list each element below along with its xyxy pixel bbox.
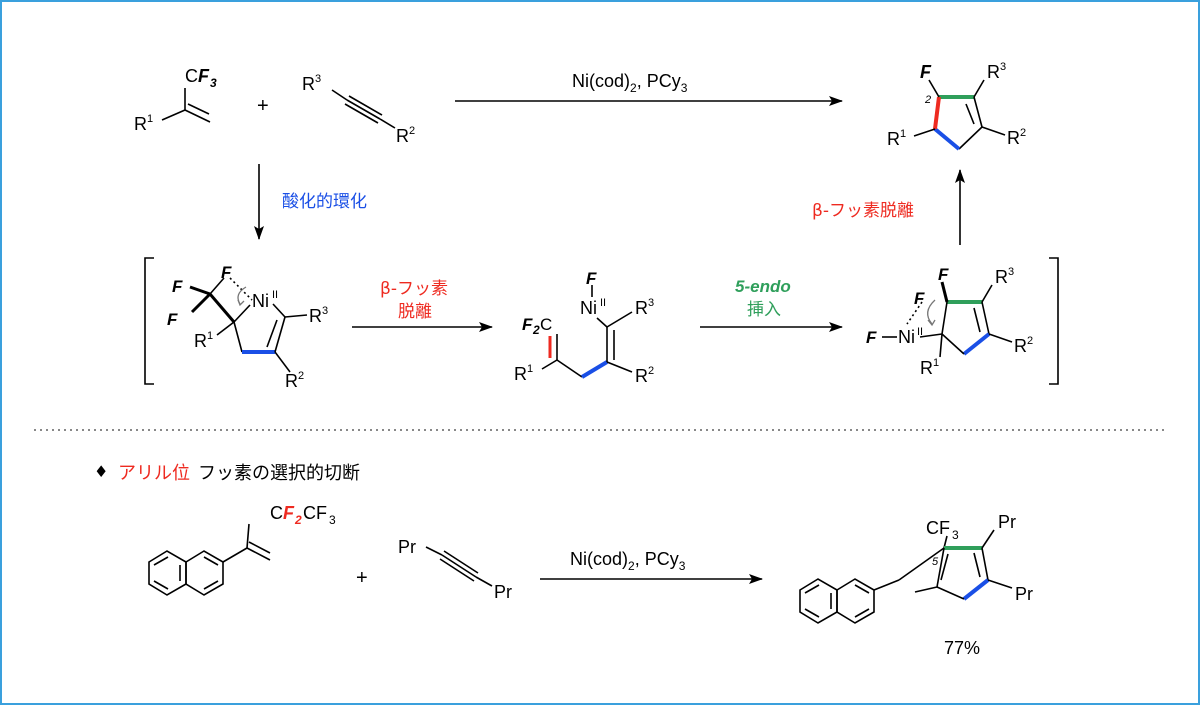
alkyne-pr-2: Pr <box>494 582 512 602</box>
alkyne-pr-1: Pr <box>398 537 416 557</box>
dipropyl-alkyne <box>425 546 493 587</box>
label-oxidative-cyclization: 酸化的環化 <box>282 192 367 212</box>
r3-label: R <box>302 74 315 94</box>
int1-f-c: F <box>221 263 232 282</box>
heading-rest: フッ素の選択的切断 <box>198 463 360 484</box>
cf3-label-sub: 3 <box>210 76 217 90</box>
reactant-cf3-alkene <box>161 88 211 123</box>
int2-r3: R <box>635 298 648 318</box>
product-f-label: F <box>920 62 932 82</box>
int1-ni-ox: II <box>272 289 278 301</box>
product-r3-sup: 3 <box>1000 61 1006 73</box>
int1-r1-sup: 1 <box>207 330 213 342</box>
sub-cf3: CF <box>303 503 327 523</box>
int2-f2c-sub: 2 <box>532 323 540 337</box>
int2-r3-sup: 3 <box>648 297 654 309</box>
int1-r2: R <box>285 371 298 391</box>
r2-sup: 2 <box>409 125 415 137</box>
substrate-naphthyl-alkene <box>148 523 271 596</box>
int2-ni: Ni <box>580 298 597 318</box>
int3-f-ni: F <box>866 328 877 347</box>
prod-pr-2: Pr <box>1015 584 1033 604</box>
r3-sup: 3 <box>315 73 321 85</box>
int1-f-b: F <box>167 310 178 329</box>
int3-r3-sup: 3 <box>1008 266 1014 278</box>
reagent-bottom: Ni(cod)2, PCy3 <box>570 549 686 573</box>
product-r2: R <box>1007 128 1020 148</box>
product-pos2: 2 <box>924 94 931 106</box>
int2-f2c-c: C <box>540 315 552 334</box>
label-insertion: 挿入 <box>747 300 781 320</box>
int3-r1: R <box>920 358 933 378</box>
int2-r2: R <box>635 366 648 386</box>
int3-r2: R <box>1014 336 1027 356</box>
intermediate-nickelacycle <box>189 277 308 373</box>
prod-pos5: 5 <box>932 556 939 568</box>
cf3-label-f: F <box>198 66 210 86</box>
plus-sign-bottom: + <box>356 567 368 589</box>
int1-r3-sup: 3 <box>322 305 328 317</box>
reactant-alkyne <box>331 89 396 129</box>
int2-r1: R <box>514 364 527 384</box>
int3-ni-ox: II <box>917 326 923 338</box>
int3-r1-sup: 1 <box>933 357 939 369</box>
int1-ni: Ni <box>252 291 269 311</box>
plus-sign-top: + <box>257 95 269 117</box>
int1-r1: R <box>194 331 207 351</box>
int2-r2-sup: 2 <box>648 365 654 377</box>
r1-sup: 1 <box>147 113 153 125</box>
int2-ni-ox: II <box>600 297 606 309</box>
product-r1-sup: 1 <box>900 128 906 140</box>
product-r1: R <box>887 129 900 149</box>
label-beta-f-1: β-フッ素 <box>380 279 448 299</box>
int1-f-a: F <box>172 277 183 296</box>
r2-label: R <box>396 126 409 146</box>
label-5-endo: 5-endo <box>735 277 791 296</box>
int3-f-bridge: F <box>914 289 925 308</box>
int1-r3: R <box>309 306 322 326</box>
sub-f2-sub: 2 <box>294 513 302 527</box>
prod-cf3-sub: 3 <box>952 528 959 542</box>
cf3-label-c: C <box>185 66 198 86</box>
int1-r2-sup: 2 <box>298 370 304 382</box>
heading-bullet: ♦ <box>94 462 108 481</box>
int3-f-top: F <box>938 265 949 284</box>
label-beta-f-elim-top: β-フッ素脱離 <box>812 201 914 221</box>
sub-f2: F <box>283 503 295 523</box>
prod-cf3-c: CF <box>926 518 950 538</box>
int2-r1-sup: 1 <box>527 363 533 375</box>
product-r2-sup: 2 <box>1020 127 1026 139</box>
bracket-left <box>144 257 154 385</box>
yield-label: 77% <box>944 638 980 658</box>
bracket-right <box>1049 257 1059 385</box>
int3-ni: Ni <box>898 327 915 347</box>
product-r3: R <box>987 62 1000 82</box>
int3-r2-sup: 2 <box>1027 335 1033 347</box>
intermediate-vinyl-nickel <box>541 285 633 379</box>
prod-pr-1: Pr <box>998 512 1016 532</box>
int2-f2c-f: F <box>522 315 533 334</box>
int3-r3: R <box>995 267 1008 287</box>
heading-red: アリル位 <box>118 463 190 484</box>
int2-f: F <box>586 269 597 288</box>
reagent-top: Ni(cod)2, PCy3 <box>572 71 688 95</box>
intermediate-ni-cyclopentene <box>882 281 1013 358</box>
label-beta-f-2: 脱離 <box>398 302 432 322</box>
sub-cf3-sub: 3 <box>329 513 336 527</box>
product-naphthyl-cyclopentadiene <box>799 529 1013 624</box>
r1-label: R <box>134 114 147 134</box>
sub-c: C <box>270 503 283 523</box>
product-fluorocyclopentadiene <box>913 79 1006 151</box>
